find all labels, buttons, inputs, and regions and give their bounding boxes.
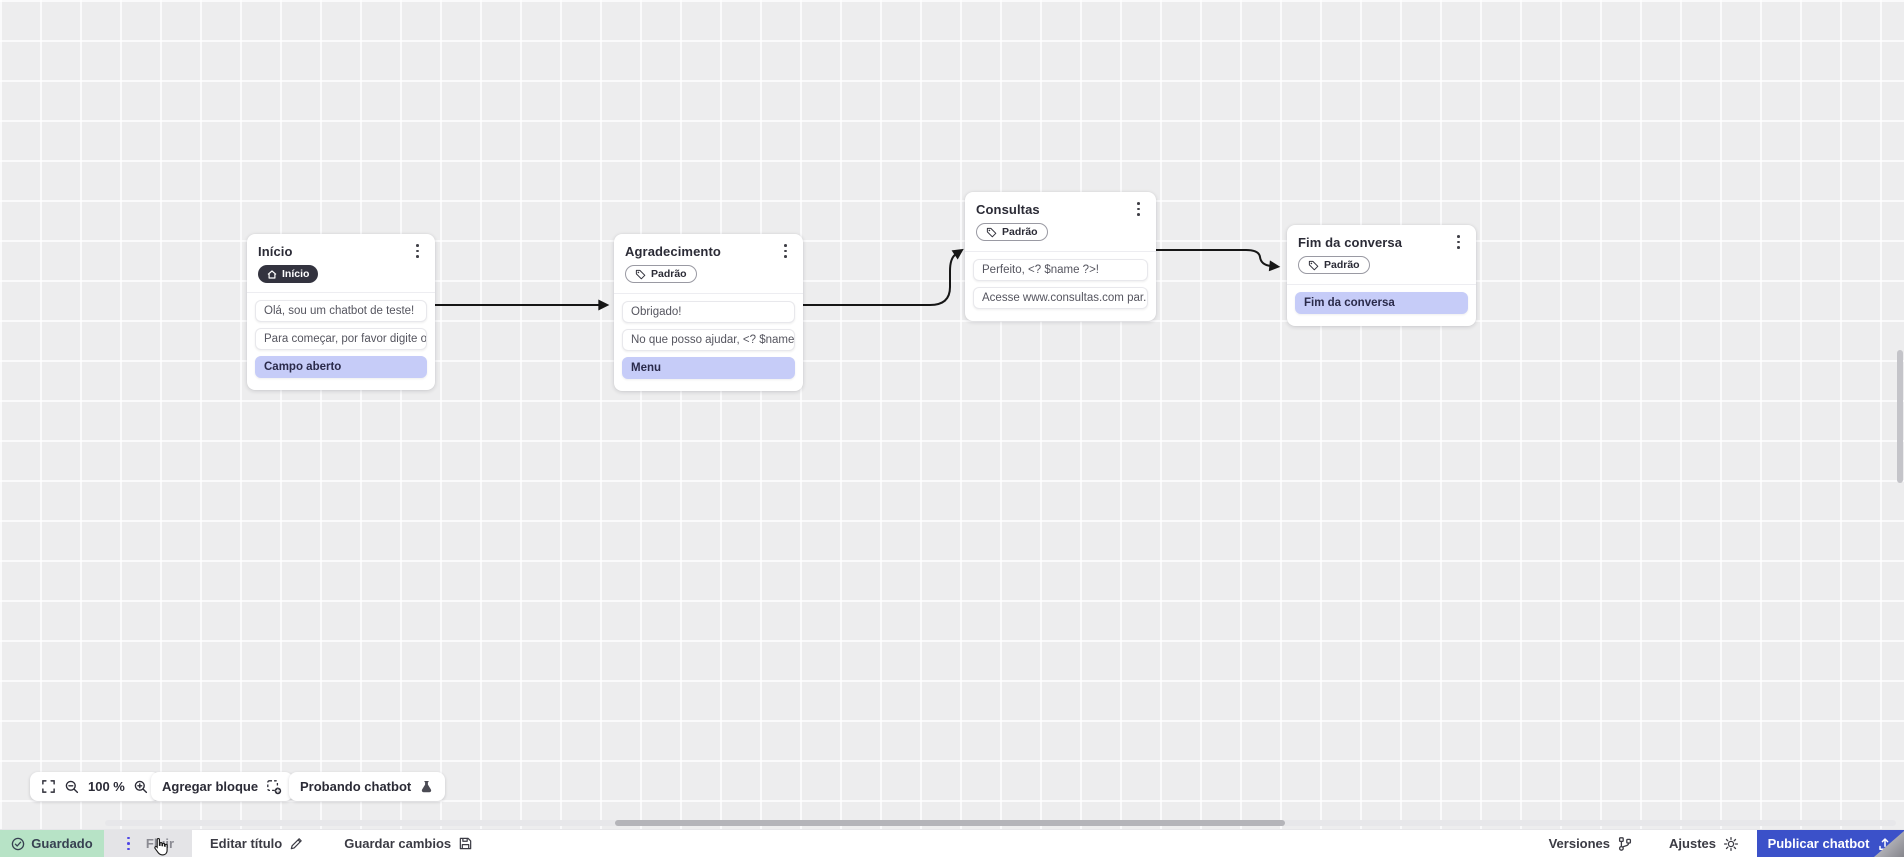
node-menu-icon[interactable] (1131, 201, 1145, 217)
message-row[interactable]: Para começar, por favor digite o ... (255, 327, 427, 350)
node-header: Consultas (976, 200, 1145, 218)
node-consultas[interactable]: Consultas Padrão Perfeito, <? $name ?>! … (965, 192, 1156, 321)
status-bar: Guardado Fluir Editar título Guardar cam… (0, 829, 1904, 857)
floppy-disk-icon (459, 837, 472, 850)
zoom-toolbar: 100 % (30, 772, 160, 801)
node-body: Olá, sou um chatbot de teste! Para começ… (247, 291, 435, 378)
node-menu-icon[interactable] (1451, 234, 1465, 250)
flow-menu-icon[interactable] (122, 836, 136, 852)
gear-icon (1723, 836, 1739, 851)
flask-icon (419, 779, 434, 795)
upload-icon (1879, 837, 1892, 850)
home-icon (267, 269, 277, 279)
zoom-level: 100 % (88, 779, 125, 794)
message-row[interactable]: Acesse www.consultas.com par... (973, 286, 1148, 309)
flow-tab[interactable]: Fluir (104, 830, 192, 857)
node-header: Agradecimento (625, 242, 792, 260)
node-type-badge: Padrão (625, 265, 697, 283)
node-type-badge: Padrão (976, 223, 1048, 241)
test-chatbot-label: Probando chatbot (300, 779, 412, 794)
node-title: Consultas (976, 201, 1040, 217)
node-type-badge: Início (258, 265, 319, 283)
zoom-out-icon[interactable] (64, 779, 80, 795)
tag-icon (1308, 260, 1319, 270)
node-inicio[interactable]: Início Início Olá, sou um chatbot de tes… (247, 234, 435, 390)
message-row[interactable]: Obrigado! (622, 300, 795, 323)
pencil-icon (290, 838, 303, 850)
badge-label: Padrão (1002, 226, 1038, 238)
vertical-scrollbar-thumb[interactable] (1897, 350, 1903, 483)
node-fim-da-conversa[interactable]: Fim da conversa Padrão Fim da conversa (1287, 225, 1476, 326)
test-chatbot-button[interactable]: Probando chatbot (289, 772, 446, 801)
saved-label: Guardado (31, 836, 93, 851)
settings-label: Ajustes (1669, 836, 1716, 851)
node-agradecimento[interactable]: Agradecimento Padrão Obrigado! No que po… (614, 234, 803, 391)
versions-label: Versiones (1548, 836, 1611, 851)
node-body: Perfeito, <? $name ?>! Acesse www.consul… (965, 250, 1156, 309)
edit-title-button[interactable]: Editar título (210, 830, 304, 857)
tag-icon (986, 227, 997, 237)
tag-icon (635, 269, 646, 279)
node-header: Fim da conversa (1298, 233, 1465, 251)
save-changes-label: Guardar cambios (344, 836, 452, 851)
zoom-in-icon[interactable] (133, 779, 149, 795)
check-circle-icon (12, 837, 25, 850)
badge-label: Padrão (651, 268, 687, 280)
saved-status-badge: Guardado (0, 830, 104, 857)
node-title: Início (258, 243, 293, 259)
git-branch-icon (1618, 836, 1632, 851)
settings-button[interactable]: Ajustes (1669, 830, 1739, 857)
edge-consultas-fim (1156, 249, 1281, 272)
add-block-button[interactable]: Agregar bloque (151, 772, 294, 801)
node-type-badge: Padrão (1298, 256, 1370, 274)
status-bar-spacer (473, 830, 1548, 857)
menu-row[interactable]: Menu (622, 356, 795, 379)
horizontal-scrollbar-track[interactable] (105, 820, 1896, 826)
save-changes-button[interactable]: Guardar cambios (344, 830, 473, 857)
add-block-label: Agregar bloque (162, 779, 259, 794)
publish-chatbot-button[interactable]: Publicar chatbot (1757, 830, 1904, 857)
node-body: Obrigado! No que posso ajudar, <? $name … (614, 292, 803, 379)
horizontal-scrollbar-thumb[interactable] (615, 820, 1285, 826)
edit-title-label: Editar título (210, 836, 283, 851)
message-row[interactable]: Perfeito, <? $name ?>! (973, 258, 1148, 281)
badge-label: Início (282, 268, 310, 280)
flow-name: Fluir (145, 836, 175, 851)
publish-label: Publicar chatbot (1767, 836, 1870, 851)
node-title: Agradecimento (625, 243, 721, 259)
node-menu-icon[interactable] (778, 243, 792, 259)
add-block-icon (266, 779, 282, 795)
node-body: Fim da conversa (1287, 283, 1476, 314)
badge-label: Padrão (1324, 259, 1360, 271)
node-header: Início (258, 242, 424, 260)
open-field-row[interactable]: Campo aberto (255, 355, 427, 378)
node-menu-icon[interactable] (410, 243, 424, 259)
edge-agradecimento-consultas (803, 248, 964, 306)
versions-button[interactable]: Versiones (1549, 830, 1633, 857)
message-row[interactable]: Olá, sou um chatbot de teste! (255, 299, 427, 322)
message-row[interactable]: No que posso ajudar, <? $name ... (622, 328, 795, 351)
fit-view-icon[interactable] (41, 779, 56, 794)
end-conversation-row[interactable]: Fim da conversa (1295, 291, 1468, 314)
node-title: Fim da conversa (1298, 234, 1403, 250)
